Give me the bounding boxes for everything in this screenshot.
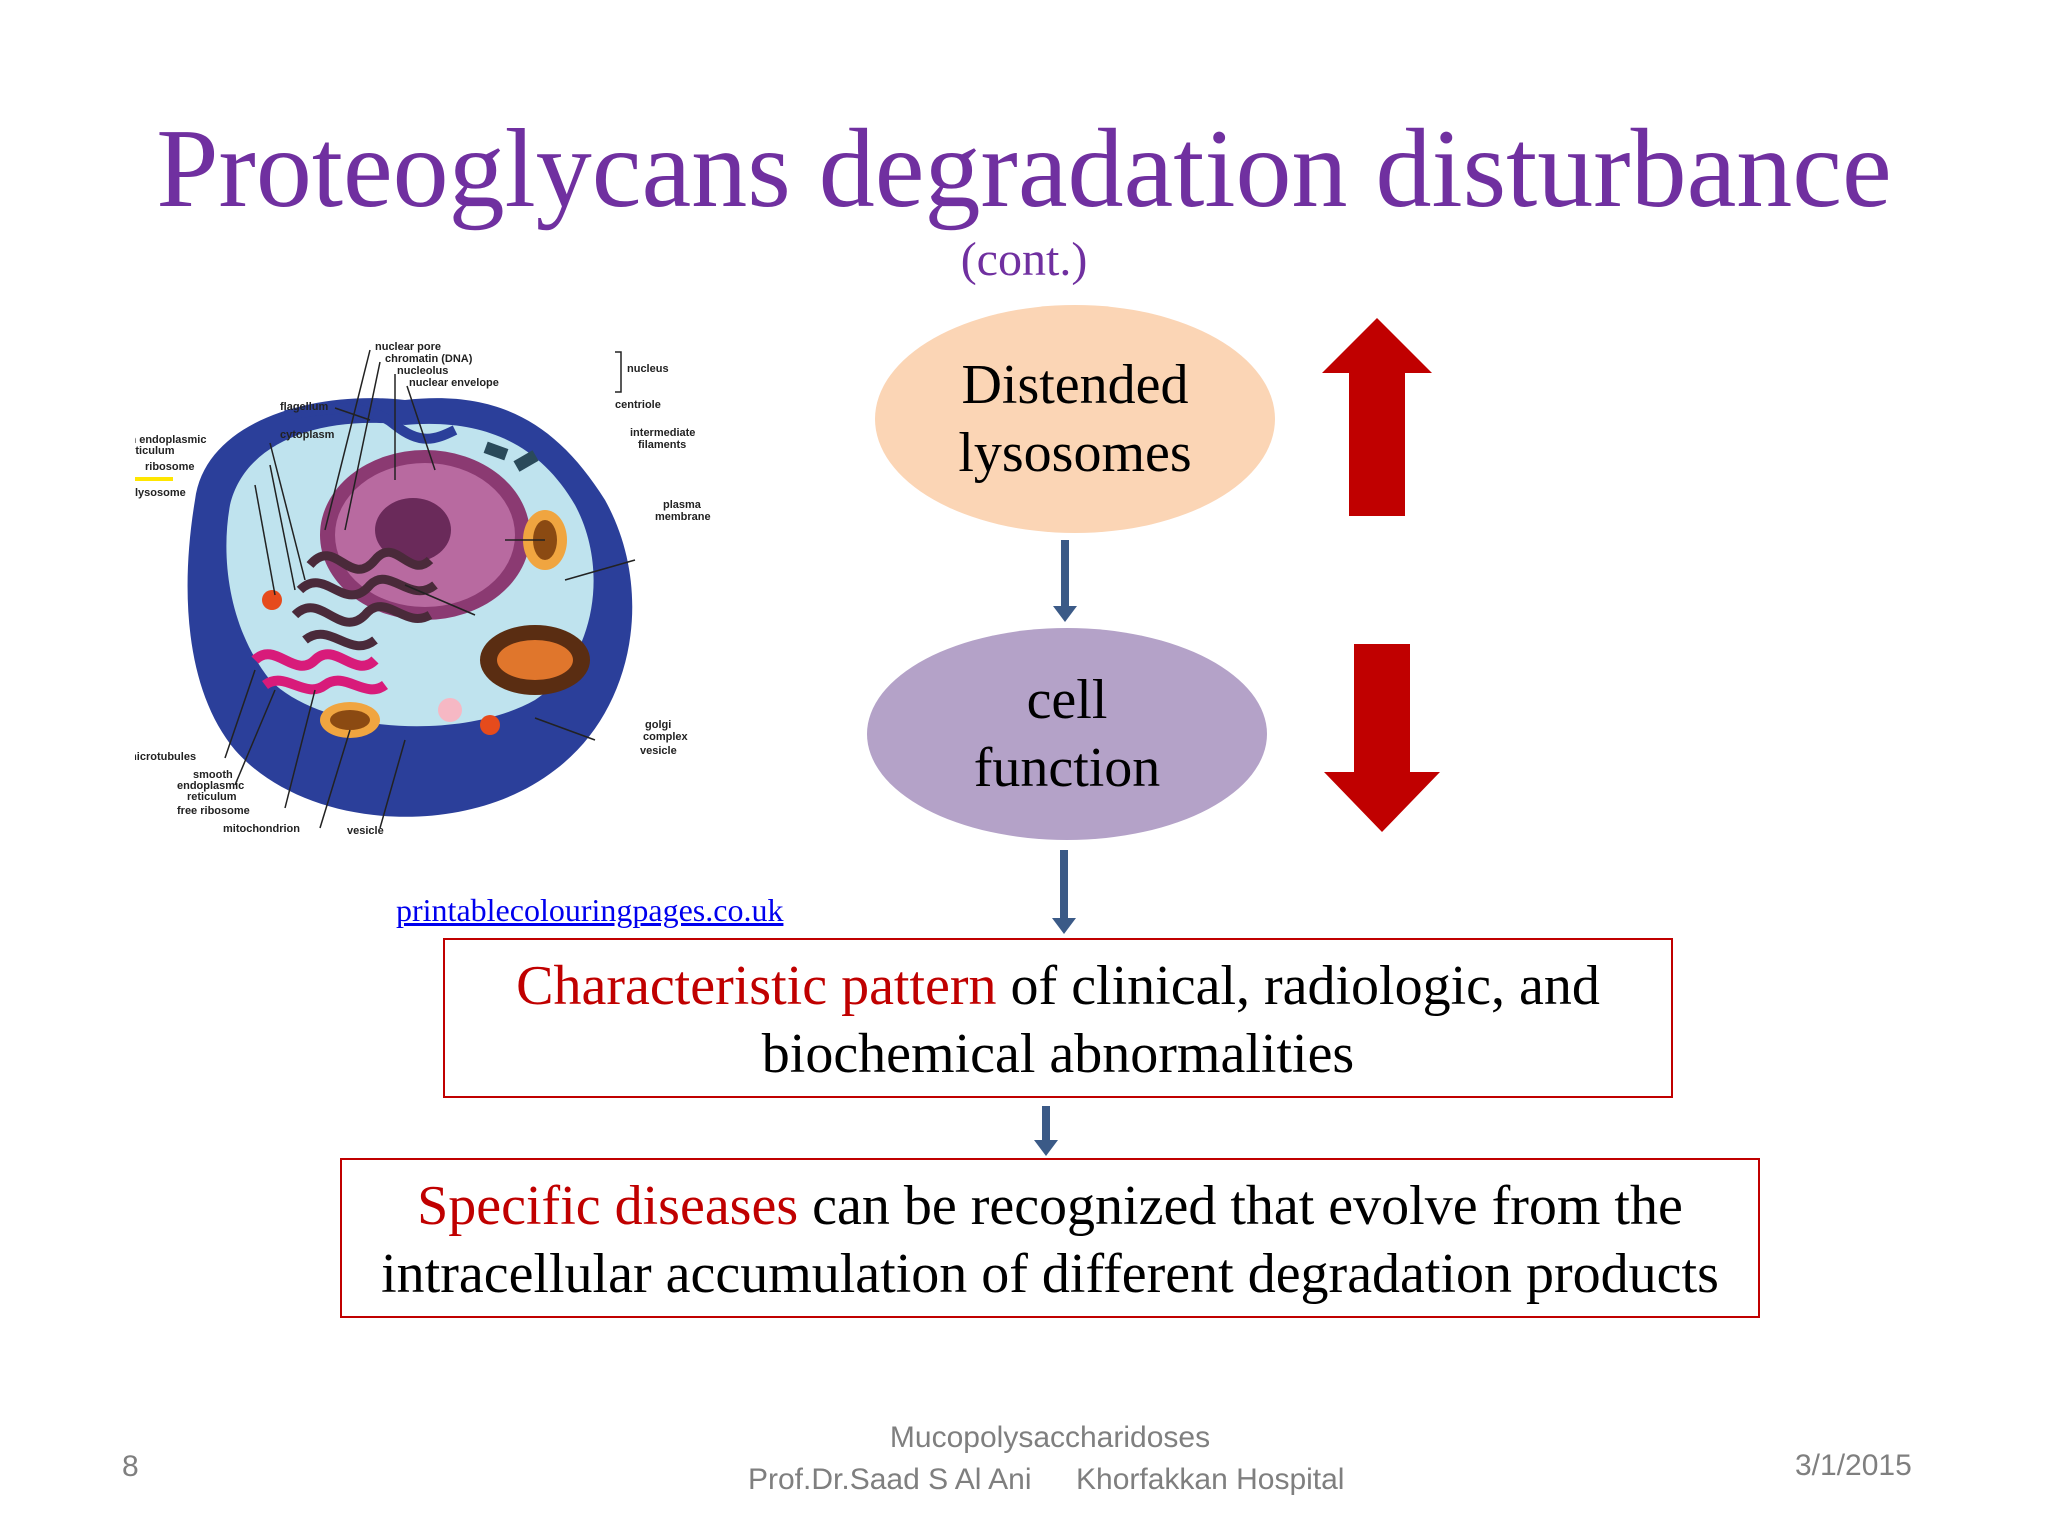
cell-label-vesicle-bottom: vesicle [347,825,384,837]
cell-label-golgi-1: golgi [645,719,671,731]
cell-label-nucleolus: nucleolus [397,365,448,377]
node1-line1: Distended [961,354,1189,416]
cell-label-smooth-2: endoplasmic [177,780,244,792]
node1-line2: lysosomes [958,422,1192,484]
slide-title: Proteoglycans degradation disturbance [156,107,1892,231]
footer-hospital: Khorfakkan Hospital [1076,1463,1345,1496]
cell-label-smooth-3: reticulum [187,791,237,803]
node2-line1: cell [1026,669,1108,731]
decrease-arrow-icon [1324,644,1440,832]
box1-highlight: Characteristic pattern [516,955,997,1017]
down-connector-arrow-icon-2 [1052,850,1076,934]
page-number: 8 [122,1450,139,1483]
box2-highlight: Specific diseases [417,1175,799,1237]
increase-arrow-icon [1322,318,1432,516]
cell-label-nuclear-pore: nuclear pore [375,341,441,353]
cell-label-vesicle-right: vesicle [640,745,677,757]
cell-label-ribosome: ribosome [145,461,195,473]
box1-line1-rest: of clinical, radiologic, and [996,955,1600,1017]
cell-label-rough-er-1: rough endoplasmic [135,434,206,446]
cell-label-nuclear-envelope: nuclear envelope [409,377,499,389]
cell-label-mitochondrion: mitochondrion [223,823,300,835]
down-connector-arrow-icon-3 [1034,1106,1058,1156]
footer-date: 3/1/2015 [1795,1449,1912,1482]
footer-line1: Mucopolysaccharidoses [889,1421,1211,1454]
cell-label-flagellum: flagellum [280,401,329,413]
cell-label-intermediate-1: intermediate [630,427,695,439]
footer-author: Prof.Dr.Saad S Al Ani [748,1463,1032,1496]
specific-diseases-box: Specific diseases can be recognized that… [340,1158,1760,1318]
box2-line1-rest: can be recognized that evolve from the [798,1175,1683,1237]
characteristic-pattern-box: Characteristic pattern of clinical, radi… [443,938,1673,1098]
cell-label-plasma-2: membrane [655,511,711,523]
cell-diagram: nuclear pore chromatin (DNA) nucleolus n… [135,341,711,837]
cell-label-free-ribosome: free ribosome [177,805,250,817]
slide-subtitle: (cont.) [960,233,1088,286]
cell-label-plasma-1: plasma [663,499,702,511]
cell-label-smooth-1: smooth [193,769,233,781]
cell-label-rough-er-2: reticulum [135,445,175,457]
distended-lysosomes-node: Distended lysosomes [875,305,1275,533]
image-credit-link[interactable]: printablecolouringpages.co.uk [396,892,784,928]
cell-label-nucleus: nucleus [627,363,669,375]
box2-line2: intracellular accumulation of different … [381,1243,1719,1305]
cell-label-microtubules: microtubules [135,751,196,763]
cell-label-intermediate-2: filaments [638,439,686,451]
cell-label-centriole: centriole [615,399,661,411]
cell-label-lysosome: lysosome [135,487,186,499]
box1-line2: biochemical abnormalities [761,1023,1355,1085]
down-connector-arrow-icon [1053,540,1077,622]
node2-line2: function [973,737,1161,799]
cell-label-cytoplasm: cytoplasm [280,429,335,441]
cell-label-golgi-2: complex [643,731,689,743]
cell-function-node: cell function [867,628,1267,840]
cell-label-chromatin: chromatin (DNA) [385,353,473,365]
